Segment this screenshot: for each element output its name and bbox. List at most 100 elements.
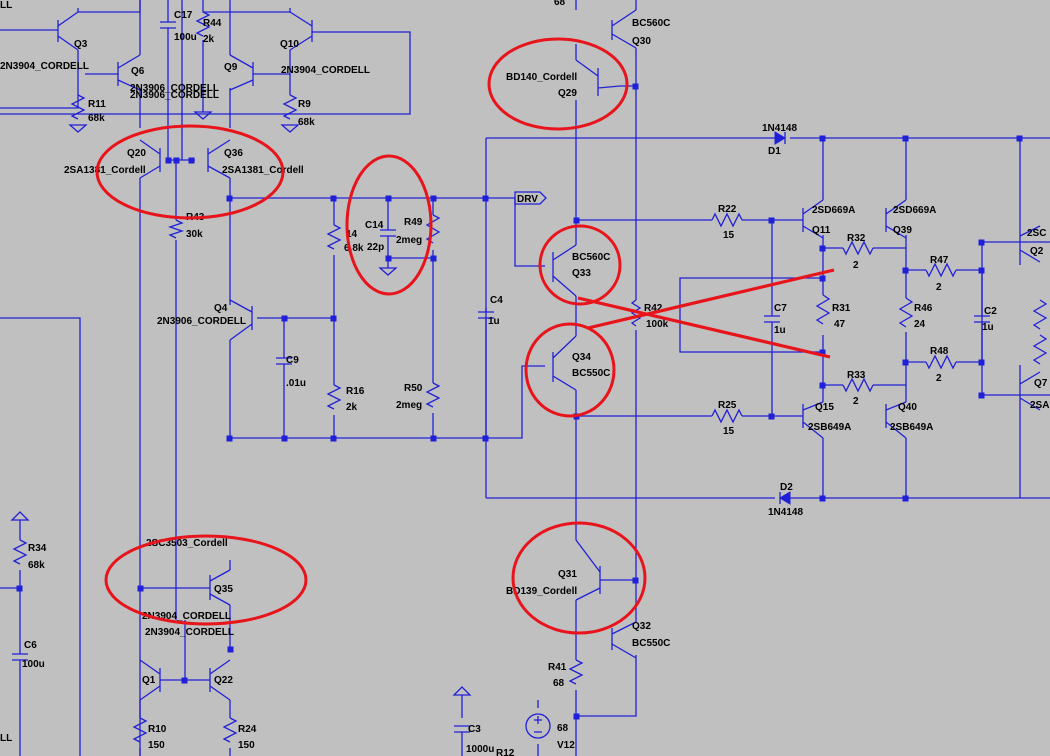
label-q10: Q10: [280, 39, 299, 50]
annotation-cross-line-b: [587, 268, 835, 330]
label-q15: Q15: [815, 402, 834, 413]
label-r25-val: 15: [723, 426, 735, 437]
transistor-q30: [611, 9, 637, 49]
label-c7-val: 1u: [774, 325, 786, 336]
label-q33-model: BC560C: [572, 252, 610, 263]
label-q39: Q39: [893, 225, 912, 236]
label-r14-val: 6.8k: [344, 243, 364, 254]
label-q3-model: 2N3904_CORDELL: [0, 61, 89, 72]
label-d2: D2: [780, 482, 793, 493]
label-q7: Q7: [1034, 378, 1048, 389]
capacitor-c9: [276, 357, 292, 382]
diode-d2: [779, 491, 791, 505]
drv-net-label: [514, 191, 547, 205]
label-r47: R47: [930, 255, 949, 266]
resistor-r44: [195, 11, 211, 37]
label-r33: R33: [847, 370, 866, 381]
resistor-r24: [222, 717, 238, 743]
label-q2-model: 2SC: [1027, 228, 1046, 239]
label-d2-model: 1N4148: [768, 507, 803, 518]
label-q34: Q34: [572, 352, 591, 363]
resistors: [12, 11, 1048, 743]
label-r48-val: 2: [936, 373, 942, 384]
resistor-r11: [70, 94, 86, 120]
annotation-cross-line-a: [577, 296, 831, 359]
transistor-q31: [575, 539, 636, 601]
voltage-source-v12: [525, 713, 551, 739]
label-r9: R9: [298, 99, 311, 110]
label-r11: R11: [88, 99, 106, 110]
capacitor-c17: [160, 21, 176, 38]
annotation-circle-q34: [524, 322, 616, 418]
label-c4: C4: [490, 295, 503, 306]
resistor-r42: [630, 299, 642, 327]
label-q39-model: 2SD669A: [893, 205, 936, 216]
label-q30: Q30: [632, 36, 651, 47]
resistor-r9: [282, 94, 298, 120]
label-top-val: 68: [554, 0, 566, 8]
label-q35-model-b: 2N3904_CORDELL: [145, 627, 234, 638]
transistor-q1: [139, 659, 161, 701]
label-r41-val: 68: [553, 678, 565, 689]
label-q11-model: 2SD669A: [812, 205, 855, 216]
label-q36-model: 2SA1381_Cordell: [222, 165, 304, 176]
label-c3-val: 1000u: [466, 744, 494, 755]
label-r42: R42: [644, 303, 663, 314]
label-q35-model-top: 2SC3503_Cordell: [146, 538, 228, 549]
label-q29-model: BD140_Cordell: [506, 72, 577, 83]
label-c14-val: 22p: [367, 242, 384, 253]
resistor-r22: [711, 212, 743, 228]
capacitor-c14: [380, 229, 396, 245]
transistor-q20: [139, 139, 161, 179]
transistor-q2: [1019, 225, 1041, 263]
resistor-r14: [326, 224, 342, 250]
label-q2: Q2: [1030, 246, 1044, 257]
annotation-circle-q35: [104, 534, 308, 626]
label-c17: C17: [174, 10, 193, 21]
label-r50-val: 2meg: [396, 400, 422, 411]
label-q15-model: 2SB649A: [808, 422, 851, 433]
label-c3: C3: [468, 724, 481, 735]
label-c17-val: 100u: [174, 32, 197, 43]
annotation-circle-q33: [538, 224, 622, 306]
label-q29: Q29: [558, 88, 577, 99]
label-q6-model-b: 2N3906_CORDELL: [130, 90, 219, 101]
label-c6: C6: [24, 640, 37, 651]
ground-c14: [378, 267, 398, 276]
label-q10-model: 2N3904_CORDELL: [281, 65, 370, 76]
transistor-q3: [57, 11, 79, 51]
transistor-q29: [575, 59, 636, 96]
label-r46-val: 24: [914, 319, 926, 330]
label-c14: C14: [365, 220, 384, 231]
label-q30-model: BC560C: [632, 18, 670, 29]
label-r12: R12: [496, 748, 515, 756]
capacitor-c3: [454, 725, 470, 733]
transistor-q33: [552, 244, 577, 297]
label-ll-b: LL: [0, 733, 12, 744]
label-ll-a: LL: [0, 0, 12, 11]
resistor-right-b: [1032, 334, 1048, 365]
label-q9: Q9: [224, 62, 238, 73]
transistor-q6: [117, 54, 141, 91]
resistor-r25: [711, 408, 743, 424]
resistor-r41: [568, 659, 584, 685]
label-r44-val: 2k: [203, 34, 215, 45]
label-v12-val: 68: [557, 723, 569, 734]
annotation-circle-q20-q36: [95, 124, 285, 220]
label-q3: Q3: [74, 39, 88, 50]
annotation-circle-q31: [511, 521, 647, 635]
transistor-q35: [209, 569, 231, 606]
label-c4-val: 1u: [488, 316, 500, 327]
supply-arrows: [10, 511, 472, 696]
label-r47-val: 2: [936, 282, 942, 293]
ground-symbols: [68, 111, 398, 276]
label-r24: R24: [238, 724, 257, 735]
resistor-r16: [326, 384, 342, 410]
resistor-r47: [925, 262, 957, 278]
label-r22: R22: [718, 204, 737, 215]
resistor-r34: [12, 539, 28, 565]
label-r48: R48: [930, 346, 949, 357]
label-c9-val: .01u: [286, 378, 306, 389]
